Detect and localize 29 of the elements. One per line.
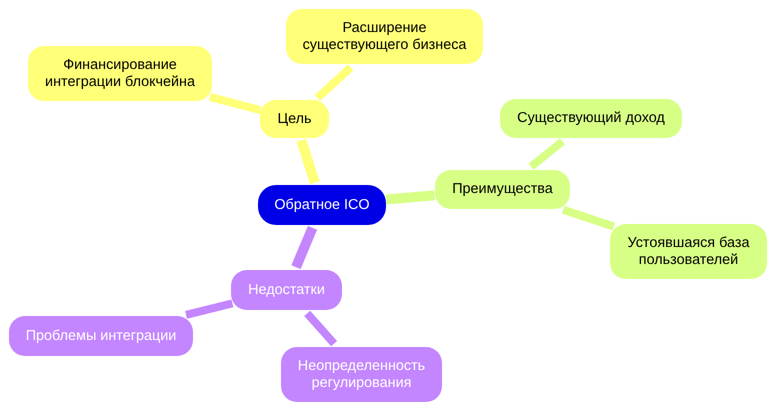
root-topic-bubble	[258, 185, 386, 225]
branch-line	[304, 310, 338, 346]
branch-line	[314, 64, 354, 102]
topic-text: Преимущества	[452, 181, 553, 198]
branch-line	[528, 138, 565, 170]
topic-text: Неопределенность регулирования	[296, 358, 426, 391]
topic-text: Финансирование интеграции блокчейна	[44, 57, 196, 90]
branch-line	[208, 93, 262, 114]
topic-text: Обратное ICO	[274, 196, 370, 214]
topic-text: Существующий доход	[517, 110, 665, 127]
branch-line	[291, 226, 318, 270]
topic-text: Устоявшаяся база пользователей	[626, 235, 750, 268]
branch-line	[296, 138, 320, 184]
topic-text: Цель	[277, 110, 312, 128]
topic-text: Недостатки	[248, 282, 325, 298]
topic-bubble	[435, 170, 570, 209]
topic-bubble	[281, 347, 442, 402]
topic-bubble	[500, 99, 682, 138]
topic-bubble	[9, 316, 193, 356]
topic-text: Расширение существующего бизнеса	[302, 20, 468, 53]
topic-bubble	[28, 46, 212, 101]
topic-bubble	[610, 224, 767, 279]
branch-line	[185, 300, 234, 319]
topic-bubble	[260, 100, 329, 138]
topic-text: Проблемы интеграции	[26, 328, 176, 344]
topic-bubble	[231, 270, 342, 310]
branch-line	[562, 206, 616, 230]
topic-bubble	[286, 9, 483, 64]
branch-line	[386, 190, 436, 204]
